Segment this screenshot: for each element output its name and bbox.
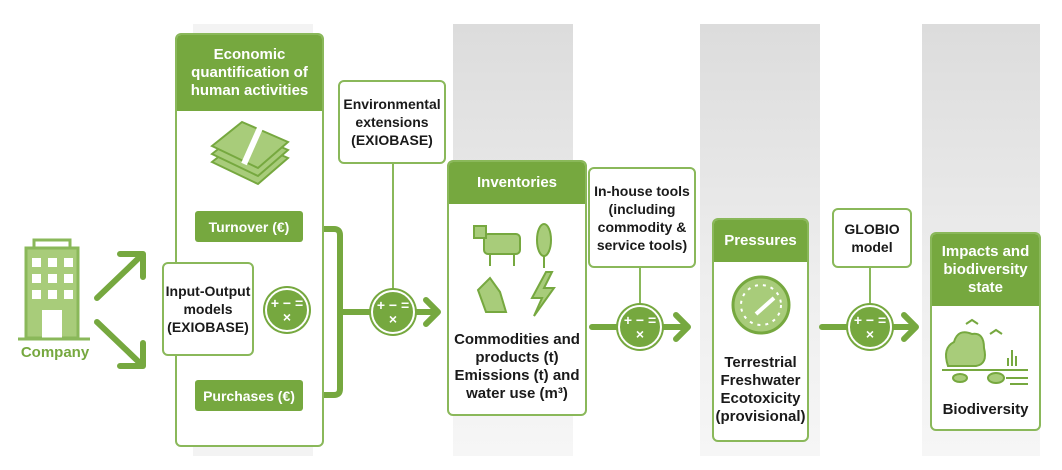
purchases-label: Purchases (€) [195, 380, 303, 411]
ecosystem-icon [942, 318, 1028, 385]
calculator-icon: + − = × [618, 305, 662, 349]
calculator-icon: + − = × [371, 290, 415, 334]
inhouse-tools-box: In-house tools (including commodity & se… [588, 167, 696, 268]
inventories-body: Commodities and products (t) Emissions (… [454, 331, 580, 402]
company-label: Company [20, 344, 90, 361]
io-models-label: Input-Output models (EXIOBASE) [165, 283, 251, 335]
arrow-down-icon [94, 319, 146, 369]
calculator-icon: + − = × [848, 305, 892, 349]
lightning-icon [530, 271, 556, 317]
resources-icon [473, 223, 556, 317]
crystal-icon [476, 276, 508, 313]
globio-box: GLOBIO model [832, 208, 912, 268]
env-extensions-label: Environmental extensions (EXIOBASE) [343, 96, 441, 148]
inventories-title: Inventories [449, 162, 585, 204]
impacts-body: Biodiversity [942, 401, 1029, 418]
inhouse-tools-label: In-house tools (including commodity & se… [594, 182, 690, 253]
building-icon [18, 238, 90, 341]
economic-title: Economic quantification of human activit… [177, 35, 322, 111]
turnover-label: Turnover (€) [195, 211, 303, 242]
io-models-box: Input-Output models (EXIOBASE) [162, 262, 254, 356]
pressures-body: Terrestrial Freshwater Ecotoxicity (prov… [715, 354, 806, 425]
impacts-title: Impacts and biodiversity state [932, 234, 1039, 306]
inventories-box: Inventories [447, 160, 587, 416]
gauge-icon [731, 275, 791, 335]
globio-label: GLOBIO model [844, 221, 900, 255]
wheat-icon [536, 223, 552, 257]
env-extensions-box: Environmental extensions (EXIOBASE) [338, 80, 446, 164]
calculator-icon: + − = × [265, 288, 309, 332]
money-stack-icon [210, 120, 290, 186]
arrow-up-icon [94, 251, 146, 301]
cow-icon [483, 233, 521, 255]
pressures-title: Pressures [714, 220, 807, 262]
impacts-box: Impacts and biodiversity state [930, 232, 1041, 431]
